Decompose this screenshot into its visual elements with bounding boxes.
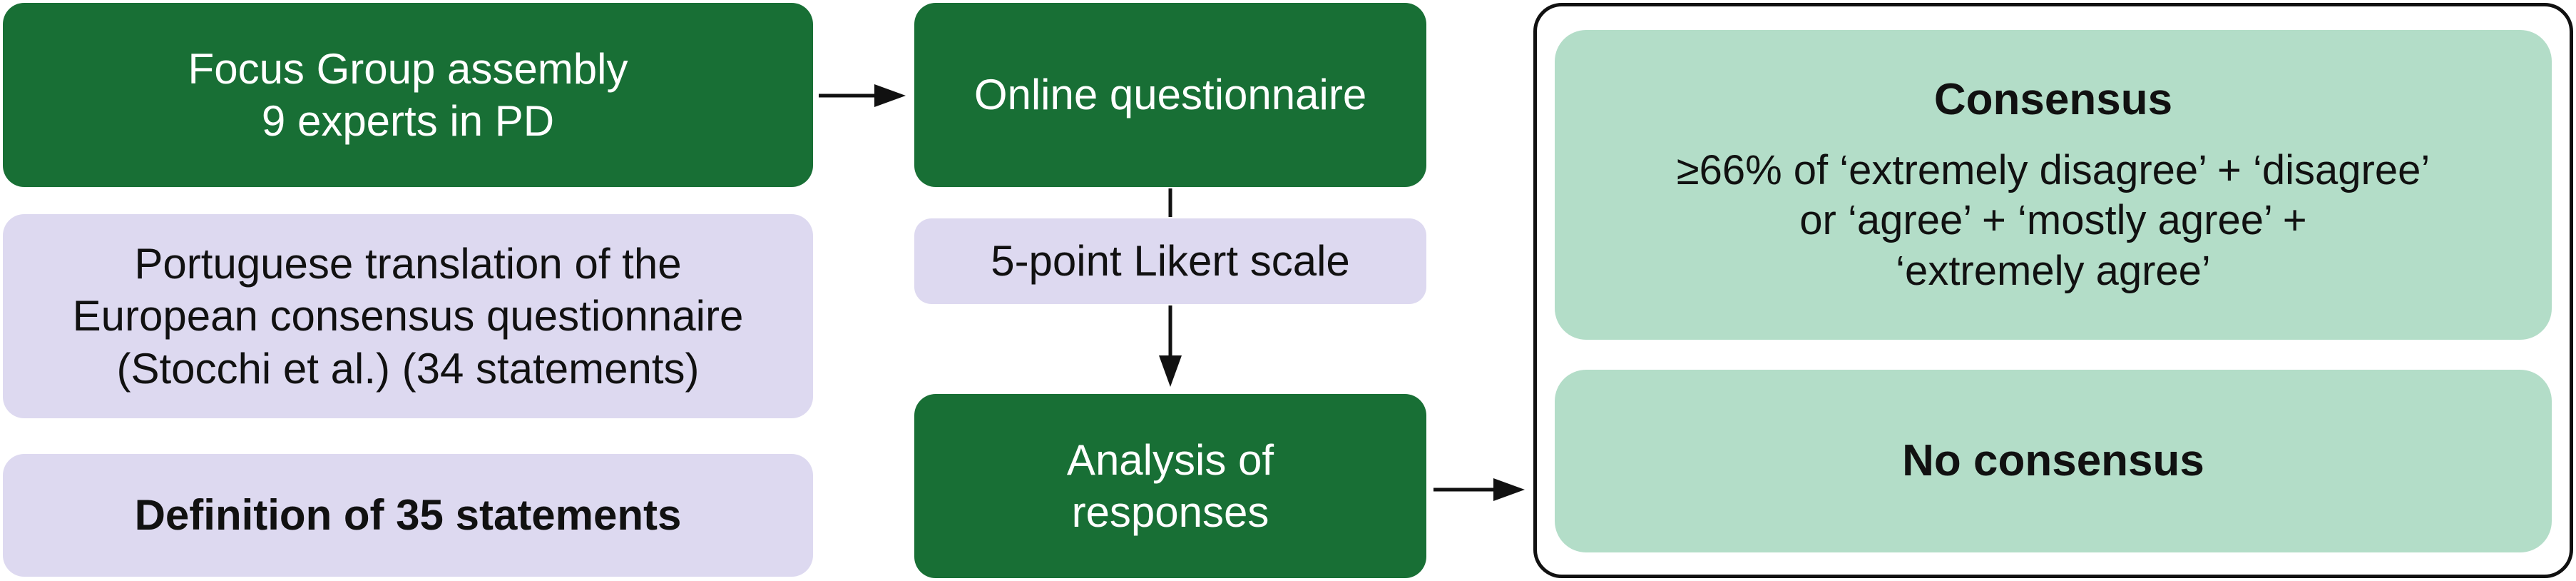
- focus-group-title: Focus Group assembly: [188, 44, 628, 93]
- analysis-box: Analysis of responses: [914, 394, 1426, 578]
- online-questionnaire-label: Online questionnaire: [973, 71, 1367, 119]
- consensus-title: Consensus: [1933, 75, 2173, 125]
- definition-box: Definition of 35 statements: [3, 454, 813, 577]
- translation-line-2: European consensus questionnaire: [72, 292, 744, 340]
- consensus-criterion-3: ‘extremely agree’: [1896, 248, 2211, 295]
- translation-line-3: (Stocchi et al.) (34 statements): [116, 344, 700, 393]
- translation-box: Portuguese translation of the European c…: [3, 214, 813, 418]
- focus-group-subtitle: 9 experts in PD: [261, 97, 555, 145]
- likert-scale-label: 5-point Likert scale: [991, 237, 1350, 286]
- online-questionnaire-box: Online questionnaire: [914, 3, 1426, 187]
- consensus-box: Consensus ≥66% of ‘extremely disagree’ +…: [1555, 30, 2552, 340]
- analysis-line-1: Analysis of: [1066, 435, 1274, 484]
- focus-group-box: Focus Group assembly 9 experts in PD: [3, 3, 813, 187]
- analysis-line-2: responses: [1071, 488, 1269, 536]
- consensus-criterion-1: ≥66% of ‘extremely disagree’ + ‘disagree…: [1676, 146, 2431, 193]
- arrow-focus-to-online: [819, 84, 906, 107]
- arrow-likert-to-analysis: [1159, 305, 1182, 387]
- translation-line-1: Portuguese translation of the: [134, 240, 682, 288]
- likert-scale-box: 5-point Likert scale: [914, 218, 1426, 304]
- arrow-analysis-to-outcome: [1433, 478, 1525, 501]
- no-consensus-title: No consensus: [1902, 436, 2204, 486]
- no-consensus-box: No consensus: [1555, 370, 2552, 552]
- definition-label: Definition of 35 statements: [134, 491, 682, 540]
- consensus-criterion-2: or ‘agree’ + ‘mostly agree’ +: [1799, 197, 2307, 244]
